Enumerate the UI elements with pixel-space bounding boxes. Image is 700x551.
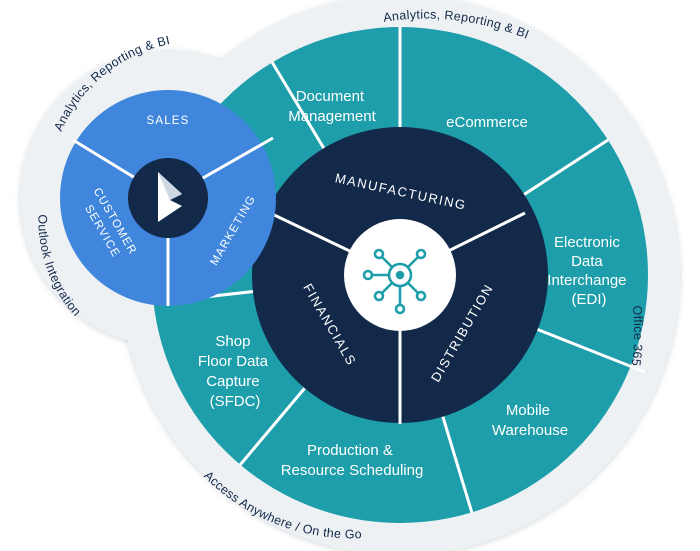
office-365-label: Office 365 [629,305,645,367]
module-document-management: Document Management [288,88,376,125]
module-mobile-warehouse: Mobile Warehouse [492,402,568,439]
crm-sales: SALES [146,115,189,127]
module-ecommerce: eCommerce [446,114,528,131]
dynamics-logo-icon [158,172,182,222]
module-production: Production & Resource Scheduling [281,442,424,479]
business-central-hub-icon [362,248,427,315]
module-edi: Electronic Data Interchange (EDI) [547,234,630,308]
module-sfdc: Shop Floor Data Capture (SFDC) [198,333,272,410]
